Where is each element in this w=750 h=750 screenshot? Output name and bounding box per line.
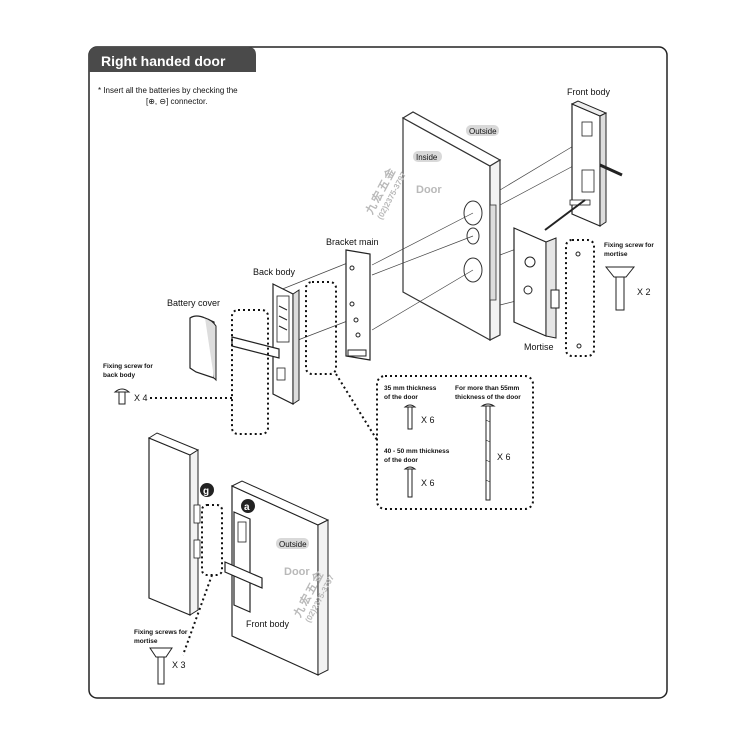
inside-label: Inside	[416, 153, 438, 162]
mortise-screw-icon	[604, 266, 636, 311]
mortise-part	[513, 199, 586, 339]
mortise-bottom-screw-label-1: Fixing screws for	[134, 629, 188, 636]
outside-label: Outside	[469, 127, 497, 136]
t40-label-1: 40 - 50 mm thickness	[384, 448, 450, 455]
page-title: Right handed door	[101, 53, 226, 69]
svg-text:五: 五	[303, 581, 320, 597]
bottom-screw-leader	[182, 574, 213, 656]
battery-cover-part	[189, 315, 217, 382]
battery-note-line2: [⊕, ⊖] connector.	[146, 97, 207, 106]
t35-screw-icon	[403, 404, 417, 430]
t55-label-2: thickness of the door	[455, 394, 521, 401]
back-body-screw-label-1: Fixing screw for	[103, 363, 153, 370]
bottom-outside-label: Outside	[279, 540, 307, 549]
t35-qty: X 6	[421, 415, 435, 425]
bracket-main-label: Bracket main	[326, 237, 379, 247]
header-tab	[89, 47, 256, 72]
back-body-label: Back body	[253, 267, 296, 277]
bottom-door-front	[230, 480, 330, 676]
main-door	[401, 111, 502, 342]
bottom-door-edge	[147, 432, 201, 616]
front-body-bottom-label: Front body	[246, 619, 290, 629]
back-body-screw-label-2: back body	[103, 372, 136, 379]
outside-pill	[466, 125, 499, 136]
bottom-screws-group	[201, 504, 223, 576]
mortise-label: Mortise	[524, 342, 554, 352]
t55-qty: X 6	[497, 452, 511, 462]
svg-text:五: 五	[375, 178, 392, 194]
back-body-screws-group	[231, 309, 269, 435]
mortise-screws	[575, 251, 582, 349]
t55-label-1: For more than 55mm	[455, 385, 520, 392]
front-body-part	[569, 100, 623, 227]
front-body-label: Front body	[567, 87, 611, 97]
t40-label-2: of the door	[384, 457, 418, 464]
door-label: Door	[416, 184, 442, 196]
thickness-leader	[335, 373, 378, 441]
mortise-screw-qty: X 2	[637, 287, 651, 297]
marker-g	[200, 483, 214, 497]
marker-a-label: a	[244, 502, 250, 513]
back-body-part	[231, 283, 300, 405]
mortise-screws-group	[565, 239, 595, 357]
back-body-screw-icon	[113, 388, 131, 405]
battery-cover-label: Battery cover	[167, 298, 220, 308]
bracket-main-part	[345, 249, 371, 361]
t35-label-1: 35 mm thickness	[384, 385, 437, 392]
t55-screw-icon	[480, 403, 496, 501]
watermark-upper: 九 宏 五 金 (02)2375-3797	[362, 165, 409, 221]
bottom-outside-pill	[276, 538, 309, 549]
inside-pill	[413, 151, 442, 162]
marker-g-label: g	[203, 486, 209, 497]
outer-frame	[88, 46, 668, 699]
t35-label-2: of the door	[384, 394, 418, 401]
mortise-bottom-screw-label-2: mortise	[134, 638, 158, 645]
t40-qty: X 6	[421, 478, 435, 488]
t40-screw-icon	[403, 466, 417, 498]
front-body-bottom-part	[224, 511, 263, 613]
mortise-screw-label-1: Fixing screw for	[604, 242, 654, 249]
thickness-box	[376, 375, 534, 510]
marker-a	[241, 499, 255, 513]
bracket-screws-group	[305, 281, 337, 375]
back-body-screw-qty: X 4	[134, 393, 148, 403]
mortise-screw-label-2: mortise	[604, 251, 628, 258]
bottom-door-label: Door	[284, 566, 310, 578]
mortise-bottom-screw-qty: X 3	[172, 660, 186, 670]
battery-note-line1: * Insert all the batteries by checking t…	[98, 86, 238, 95]
mortise-bottom-screw-icon	[149, 647, 173, 685]
